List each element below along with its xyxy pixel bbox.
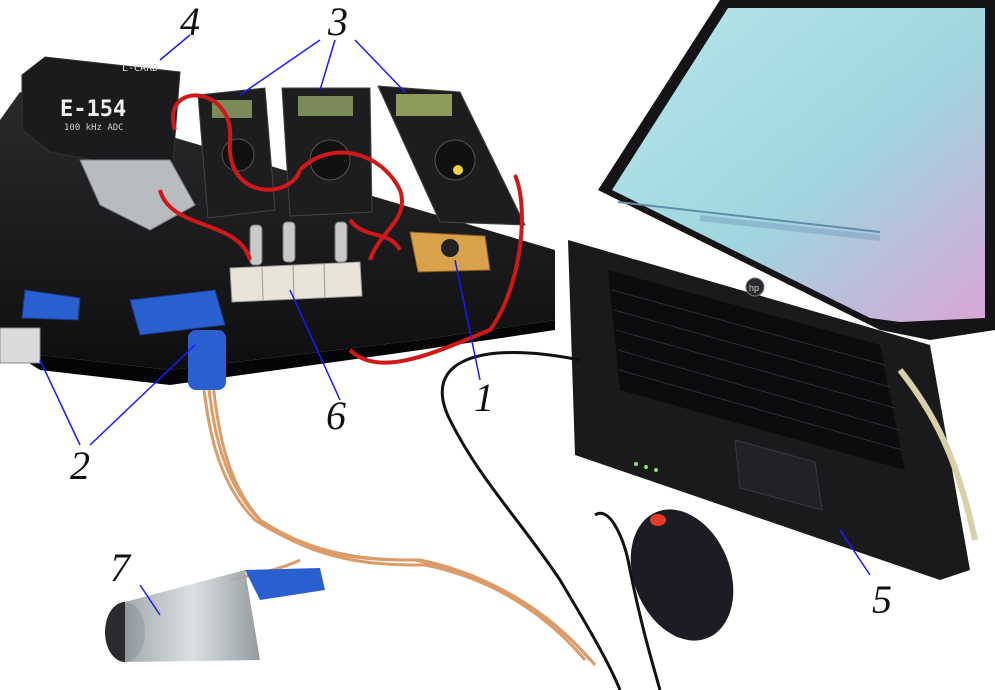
adc-spec: 100 kHz ADC [64,123,124,133]
multimeter-1 [197,87,276,219]
callout-4: 4 [180,0,200,44]
banana-plugs [249,221,348,266]
laptop-screen [612,8,985,322]
leader-lines [39,34,871,616]
harness-sleeve [188,330,226,390]
adc-brand: L-CARD [122,63,158,74]
callout-1: 1 [474,375,494,420]
laptop-keyboard [608,270,905,470]
callout-2: 2 [70,443,90,488]
terminal-panel [229,261,363,303]
adc-module: L-CARD E-154 100 kHz ADC [21,56,181,176]
adc-db-connector [79,159,196,231]
adc-model: E-154 [60,97,126,122]
wire-harness [198,344,597,666]
callout-6: 6 [326,393,346,438]
multimeter-3 [377,85,526,226]
connector-probe [105,568,325,662]
hp-logo: hp [749,283,759,293]
multimeter-2 [281,87,373,217]
callout-3: 3 [328,0,348,44]
mouse [594,509,734,690]
db-connectors [0,289,226,364]
laptop-touchpad [734,439,823,511]
red-test-leads [158,93,524,365]
power-cable [897,368,978,541]
callout-5: 5 [872,577,892,622]
callout-7: 7 [110,545,130,590]
potentiometer-board [409,231,491,273]
laptop: hp [568,0,995,580]
